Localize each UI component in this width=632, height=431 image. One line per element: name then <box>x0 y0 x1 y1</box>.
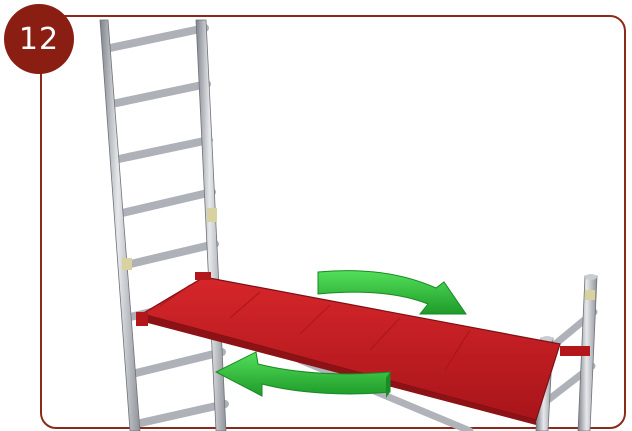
scaffold-platform <box>136 272 590 425</box>
step-number: 12 <box>19 22 59 57</box>
left-ladder-frame <box>100 20 226 431</box>
step-number-badge: 12 <box>4 4 74 74</box>
